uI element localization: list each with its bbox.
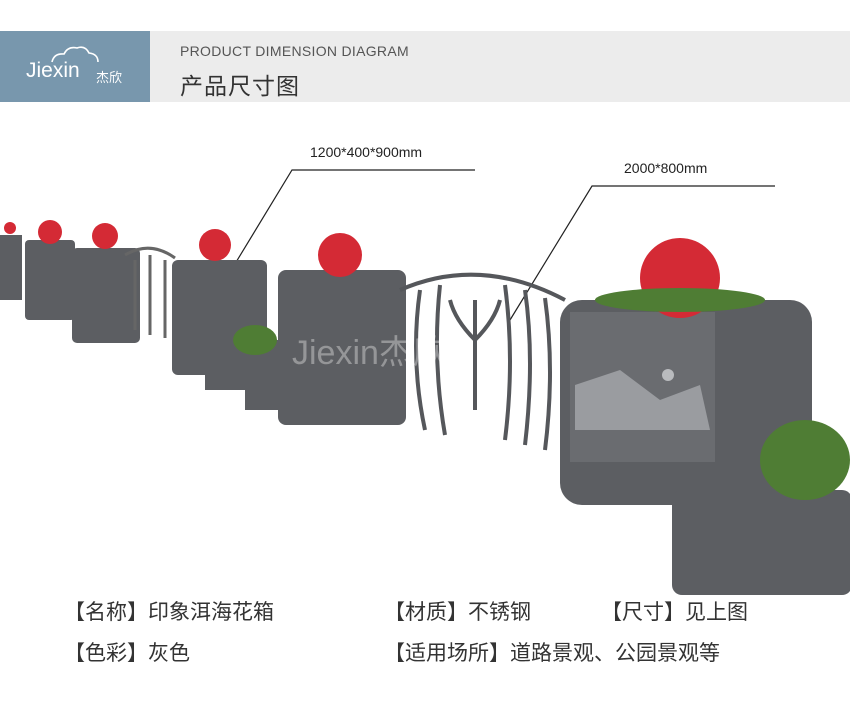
- spec-color: 【色彩】灰色: [64, 641, 190, 665]
- planter-main: [560, 300, 850, 595]
- fence-far: [124, 246, 176, 338]
- logo: Jiexin 杰欣: [0, 31, 150, 102]
- page-subtitle: PRODUCT DIMENSION DIAGRAM: [180, 43, 409, 59]
- spec-size: 【尺寸】见上图: [601, 600, 748, 624]
- page-title: 产品尺寸图: [180, 74, 300, 100]
- greenery: [233, 288, 850, 500]
- spec-material: 【材质】不锈钢: [384, 600, 531, 624]
- cloud-icon: [51, 46, 99, 63]
- logo-cn-text: 杰欣: [96, 71, 123, 86]
- planter-mid: [172, 260, 406, 425]
- logo-text: Jiexin: [26, 59, 80, 82]
- spec-usage: 【适用场所】道路景观、公园景观等: [384, 641, 720, 665]
- product-illustration: [0, 169, 850, 595]
- planter-far: [0, 235, 140, 343]
- spec-name: 【名称】印象洱海花箱: [64, 600, 274, 624]
- planter-dimension-label: 1200*400*900mm: [310, 144, 423, 160]
- header-banner: Jiexin 杰欣 PRODUCT DIMENSION DIAGRAM 产品尺寸…: [0, 31, 850, 102]
- fence-main: [399, 272, 566, 451]
- watermark: Jiexin杰欣: [292, 334, 447, 372]
- fence-dimension-label: 2000*800mm: [624, 160, 708, 176]
